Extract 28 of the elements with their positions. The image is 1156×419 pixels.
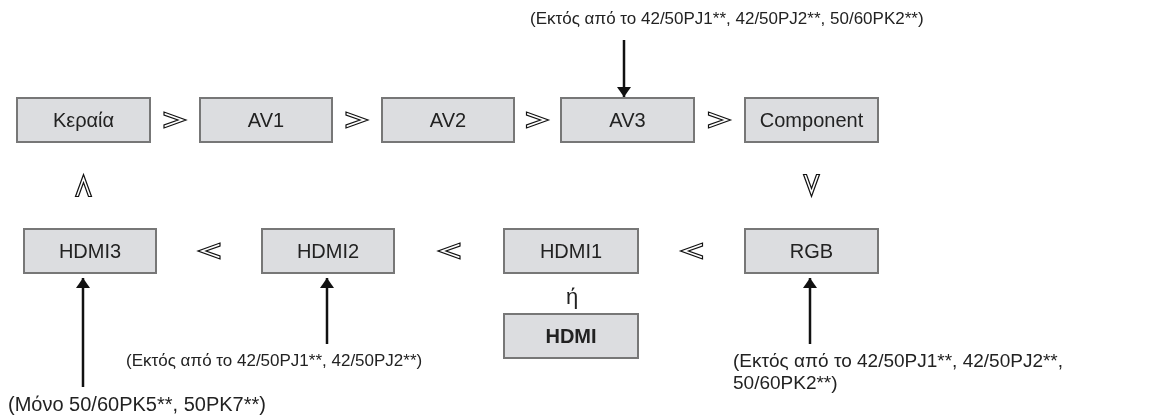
chevron-arrow	[436, 242, 461, 260]
arrow	[76, 278, 90, 387]
chevron-arrow	[678, 242, 704, 260]
chevron-arrow	[163, 111, 188, 129]
chevron-arrow	[345, 111, 370, 129]
input-source-box: AV1	[199, 97, 333, 143]
note-text: (Εκτός από το 42/50PJ1**, 42/50PJ2**, 50/60PK2**)	[530, 8, 1090, 34]
input-source-box: AV3	[560, 97, 695, 143]
chevron-arrow	[707, 111, 733, 129]
chevron-arrow	[525, 111, 551, 129]
note-text: (Εκτός από το 42/50PJ1**, 42/50PJ2**)	[126, 350, 496, 374]
or-label: ή	[566, 284, 579, 310]
note-text: (Μόνο 50/60PK5**, 50PK7**)	[8, 393, 368, 417]
input-source-box: Κεραία	[16, 97, 151, 143]
chevron-arrow	[802, 173, 821, 199]
input-source-box: Component	[744, 97, 879, 143]
input-source-box: AV2	[381, 97, 515, 143]
note-text: (Εκτός από το 42/50PJ1**, 42/50PJ2**, 50/60PK2**)	[733, 350, 1153, 400]
input-source-box: HDMI1	[503, 228, 639, 274]
input-source-box: RGB	[744, 228, 879, 274]
arrow	[320, 278, 334, 344]
chevron-arrow	[74, 172, 93, 198]
arrow	[617, 40, 631, 97]
arrow	[803, 278, 817, 344]
input-source-box: HDMI3	[23, 228, 157, 274]
chevron-arrow	[196, 242, 221, 260]
input-source-box: HDMI	[503, 313, 639, 359]
input-source-box: HDMI2	[261, 228, 395, 274]
